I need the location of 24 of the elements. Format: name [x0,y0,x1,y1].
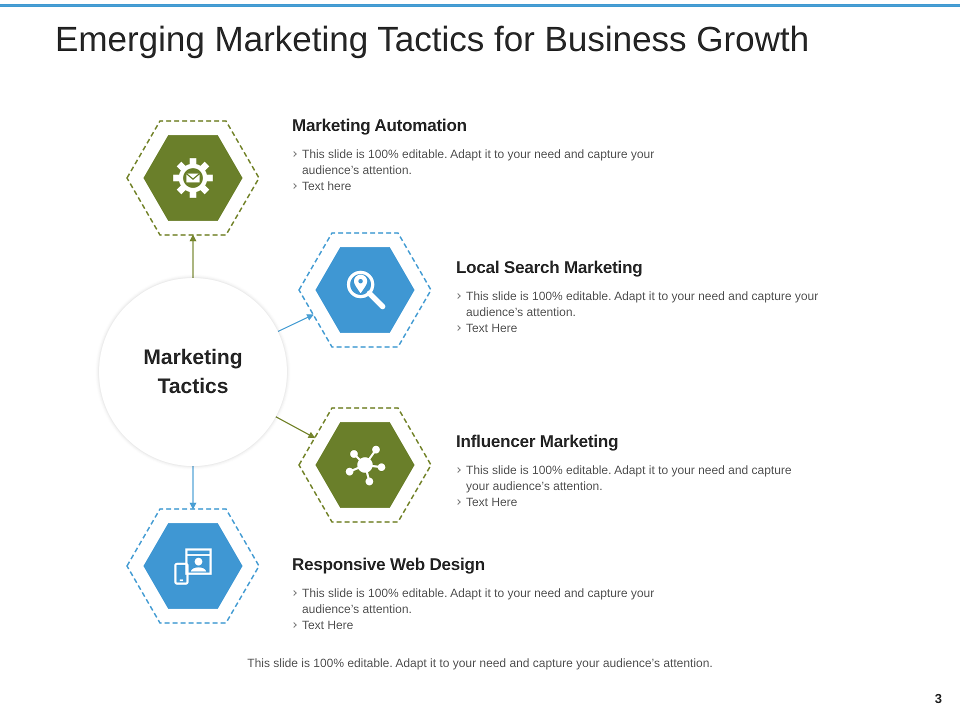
bullet-text: This slide is 100% editable. Adapt it to your need and capture your audience’s attention. [456,462,796,494]
slide-title: Emerging Marketing Tactics for Business Growth [55,20,810,60]
arrow [190,234,196,278]
bullet-text: This slide is 100% editable. Adapt it to your need and capture your audience’s attention. [292,585,672,617]
hexagon-badge [126,508,260,624]
footer-note: This slide is 100% editable. Adapt it to your need and capture your audience’s attention. [246,656,714,670]
bullet-text: Text Here [292,617,672,633]
section-heading: Responsive Web Design [292,555,486,575]
bullet-text: This slide is 100% editable. Adapt it to your need and capture your audience’s attention. [456,288,836,320]
bullet-text: Text here [292,178,672,194]
hexagon-badge [126,120,260,236]
bullet-text: Text Here [456,494,796,510]
arrow [190,466,196,510]
bullet-text: This slide is 100% editable. Adapt it to your need and capture your audience’s attention. [292,146,672,178]
section-heading: Influencer Marketing [456,432,620,452]
node-label: Marketing Tactics [142,345,244,400]
section-heading: Marketing Automation [292,116,468,136]
bullet-text: Text Here [456,320,836,336]
arrow [275,416,316,438]
hexagon-badge [298,232,432,348]
page-number: 3 [934,691,942,706]
arrow [278,314,314,332]
section-heading: Local Search Marketing [456,258,644,278]
hexagon-badge [298,407,432,523]
